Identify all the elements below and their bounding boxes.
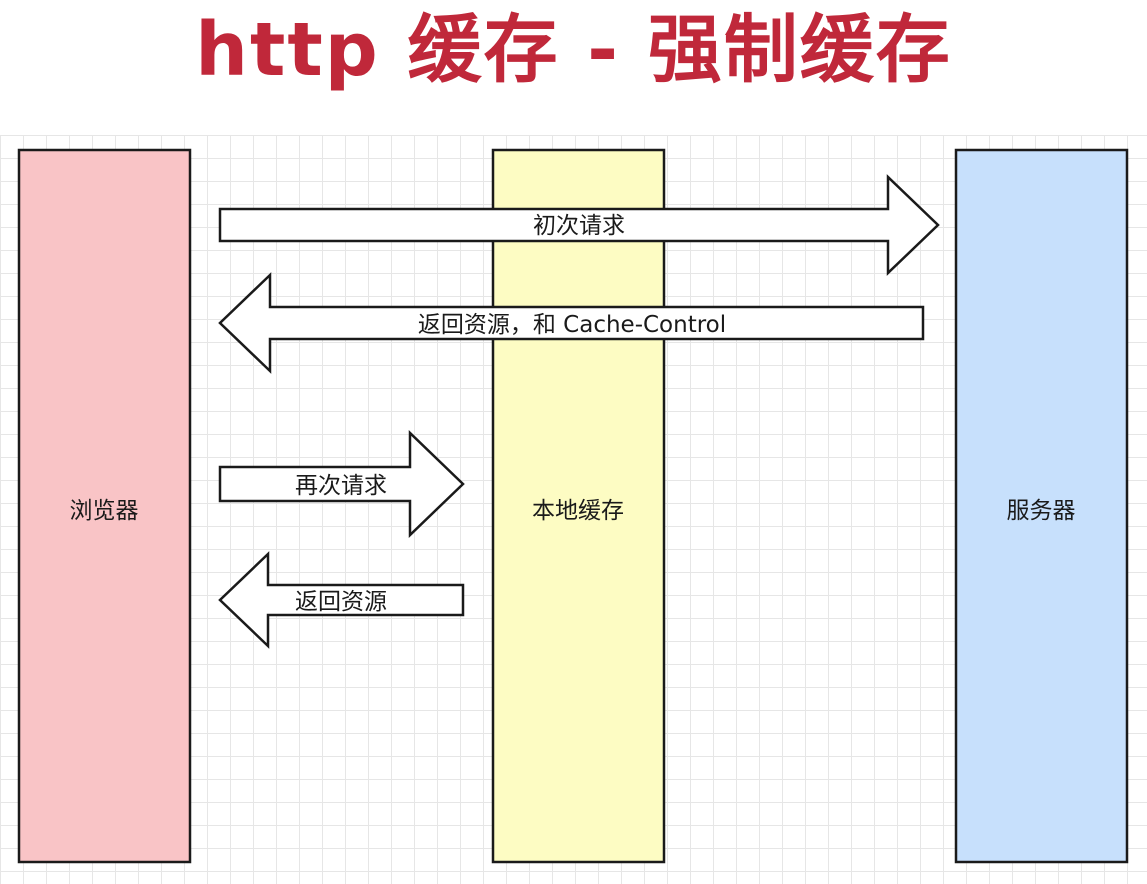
arrow-return-cache-control-label: 返回资源，和 Cache-Control <box>418 312 726 338</box>
arrow-return-resource-label: 返回资源 <box>295 589 387 615</box>
lane-server <box>954 148 1129 864</box>
lane-cache-label: 本地缓存 <box>532 498 624 524</box>
lane-browser-label: 浏览器 <box>70 498 139 524</box>
arrow-first-request-label: 初次请求 <box>533 213 625 239</box>
page-title: http 缓存 - 强制缓存 <box>195 7 952 93</box>
arrow-second-request-label: 再次请求 <box>295 473 387 499</box>
arrow-second-request <box>218 430 465 538</box>
lane-cache <box>491 148 666 864</box>
arrow-return-cache-control <box>218 272 925 374</box>
lane-browser <box>17 148 192 864</box>
arrow-return-resource <box>218 551 465 649</box>
lane-server-label: 服务器 <box>1007 498 1076 524</box>
arrow-first-request <box>218 174 940 276</box>
